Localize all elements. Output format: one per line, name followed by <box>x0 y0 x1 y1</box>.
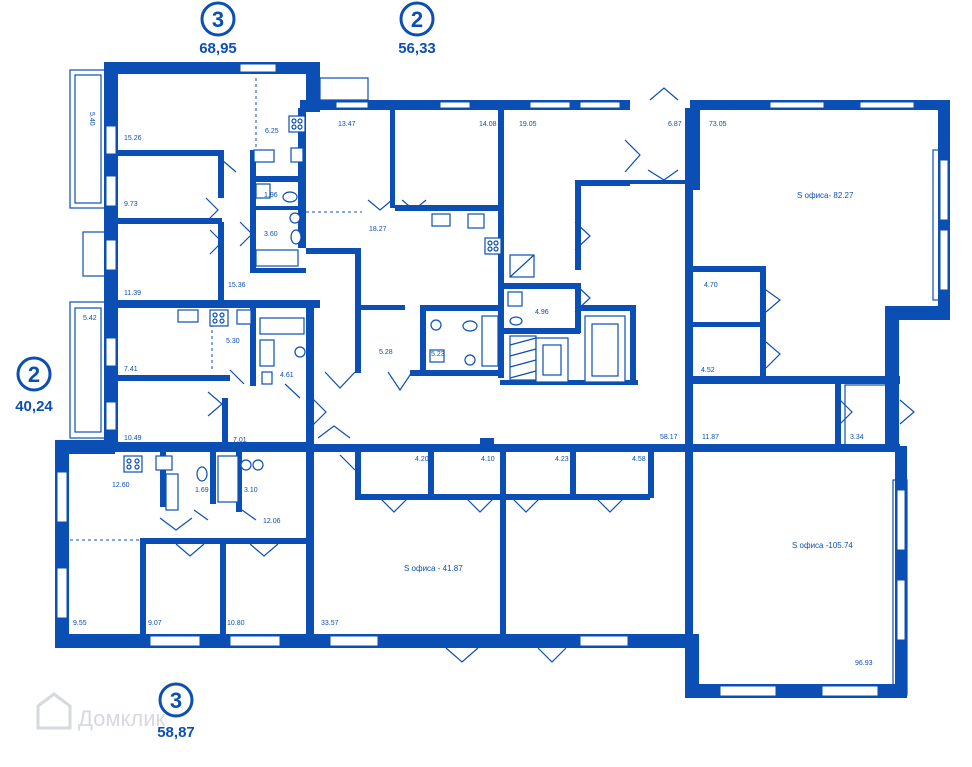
office-area-label: S офиса -105.74 <box>792 541 853 550</box>
watermark-text: Домклик <box>78 706 166 731</box>
apartment-rooms: 2 <box>28 362 40 387</box>
windows <box>56 63 949 697</box>
doors <box>159 87 915 663</box>
room-area: 96.93 <box>855 660 873 667</box>
room-area: 18.27 <box>369 226 387 233</box>
room-area: 4.23 <box>555 456 569 463</box>
zone-lines <box>70 78 362 541</box>
apartment-badge: 2 40,24 <box>15 356 53 415</box>
apartment-badge: 3 68,95 <box>199 1 237 57</box>
room-area: 12.06 <box>263 518 281 525</box>
room-area: 4.70 <box>704 282 718 289</box>
apartment-area: 68,95 <box>199 40 237 57</box>
apartment-rooms: 3 <box>170 688 182 713</box>
apartment-area: 56,33 <box>398 40 436 57</box>
office-area-label: S офиса - 41.87 <box>404 564 463 573</box>
room-area: 33.57 <box>321 620 339 627</box>
room-area: 6.87 <box>668 121 682 128</box>
watermark: Домклик <box>36 692 166 731</box>
room-area: 9.73 <box>124 201 138 208</box>
room-area: 15.26 <box>124 135 142 142</box>
room-area: 7.01 <box>233 437 247 444</box>
house-icon <box>36 692 72 730</box>
apartment-rooms: 2 <box>411 7 423 32</box>
room-area: 9.55 <box>73 620 87 627</box>
room-area: 1.69 <box>195 487 209 494</box>
room-area: 13.47 <box>338 121 356 128</box>
office-area-label: S офиса- 82.27 <box>797 191 854 200</box>
room-area: 73.05 <box>709 121 727 128</box>
room-area: 10.49 <box>124 435 142 442</box>
room-area: 15.36 <box>228 282 246 289</box>
room-area: 19.05 <box>519 121 537 128</box>
room-area: 4.96 <box>535 309 549 316</box>
room-area: 1.96 <box>264 192 278 199</box>
room-area: 4.58 <box>632 456 646 463</box>
room-labels: 15.26 6.25 1.96 9.73 3.60 11.39 15.36 13… <box>73 112 873 667</box>
apartment-badge: 3 58,87 <box>157 682 195 741</box>
room-area: 5.30 <box>226 338 240 345</box>
fixtures <box>123 115 535 511</box>
apartment-area: 58,87 <box>157 724 195 741</box>
room-area: 5.42 <box>83 315 97 322</box>
apartment-rooms: 3 <box>212 7 224 32</box>
loggia-area: 5.40 <box>88 112 95 126</box>
room-area: 10.80 <box>227 620 245 627</box>
room-area: 4.20 <box>415 456 429 463</box>
stair-elevator-core <box>480 315 626 448</box>
room-area: 3.60 <box>264 231 278 238</box>
room-area: 5.23 <box>431 351 445 358</box>
room-area: 7.41 <box>124 366 138 373</box>
room-area: 3.10 <box>244 487 258 494</box>
room-area: 5.28 <box>379 349 393 356</box>
room-area: 11.87 <box>702 434 719 441</box>
interior-walls <box>110 108 900 644</box>
apartment-badge: 2 56,33 <box>398 1 436 57</box>
room-area: 4.52 <box>701 367 715 374</box>
room-area: 14.08 <box>479 121 497 128</box>
apartment-area: 40,24 <box>15 398 53 415</box>
room-area: 9.07 <box>148 620 162 627</box>
room-area: 58.17 <box>660 434 678 441</box>
room-area: 3.34 <box>850 434 864 441</box>
office-labels: S офиса- 82.27 S офиса - 41.87 S офиса -… <box>404 191 854 573</box>
room-area: 4.10 <box>481 456 495 463</box>
room-area: 6.25 <box>265 128 279 135</box>
room-area: 11.39 <box>124 290 141 297</box>
room-area: 4.61 <box>280 372 294 379</box>
room-area: 12.60 <box>112 482 130 489</box>
